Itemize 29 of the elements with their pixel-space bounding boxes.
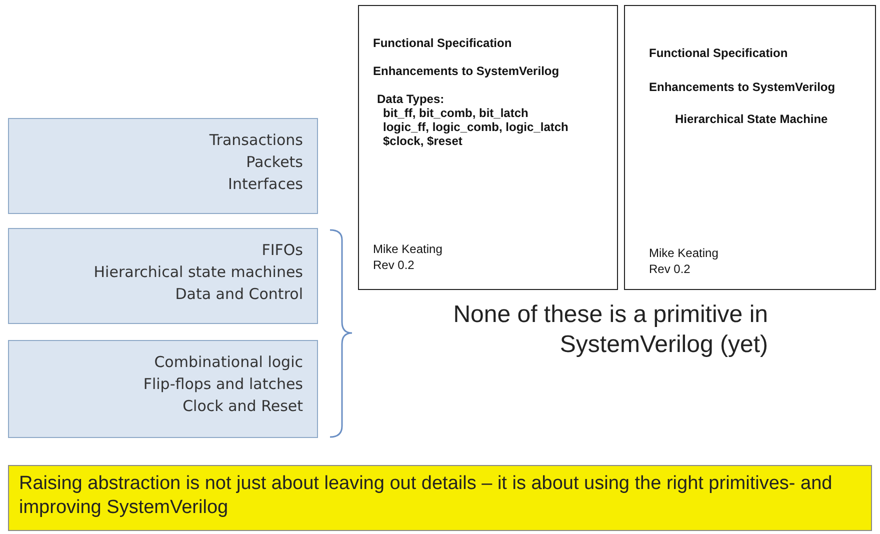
- text-line: Functional Specification: [373, 36, 512, 50]
- document-page: [358, 5, 618, 290]
- text-line: Functional Specification: [649, 46, 788, 60]
- text-line: Hierarchical state machines: [92, 262, 303, 283]
- text-line: Transactions: [208, 130, 303, 151]
- text-line: Data and Control: [174, 284, 303, 305]
- text-line: Enhancements to SystemVerilog: [373, 64, 560, 78]
- text-line: Enhancements to SystemVerilog: [649, 80, 836, 94]
- text-line: Combinational logic: [153, 352, 303, 373]
- text-line: $clock, $reset: [383, 134, 462, 148]
- document-page: [624, 5, 876, 290]
- note-banner: Raising abstraction is not just about leaving out details – it is about using the right primitives- and improving SystemVerilog: [8, 465, 872, 531]
- note-text: None of these is a primitive in SystemVerilog (yet): [452, 300, 768, 360]
- text-line: Clock and Reset: [182, 396, 303, 417]
- text-line: Mike Keating: [649, 246, 718, 260]
- text-line: Flip-flops and latches: [142, 374, 303, 395]
- text-line: Rev 0.2: [649, 262, 690, 276]
- category-box: [8, 340, 318, 438]
- text-line: Hierarchical State Machine: [675, 112, 828, 126]
- text-line: Mike Keating: [373, 242, 442, 256]
- category-box: [8, 118, 318, 214]
- text-line: FIFOs: [260, 240, 303, 261]
- text-line: bit_ff, bit_comb, bit_latch: [383, 106, 528, 120]
- text-line: Packets: [245, 152, 303, 173]
- category-box: [8, 228, 318, 324]
- text-line: Interfaces: [227, 174, 303, 195]
- text-line: Rev 0.2: [373, 258, 414, 272]
- text-line: Data Types:: [377, 92, 444, 106]
- text-line: logic_ff, logic_comb, logic_latch: [383, 120, 568, 134]
